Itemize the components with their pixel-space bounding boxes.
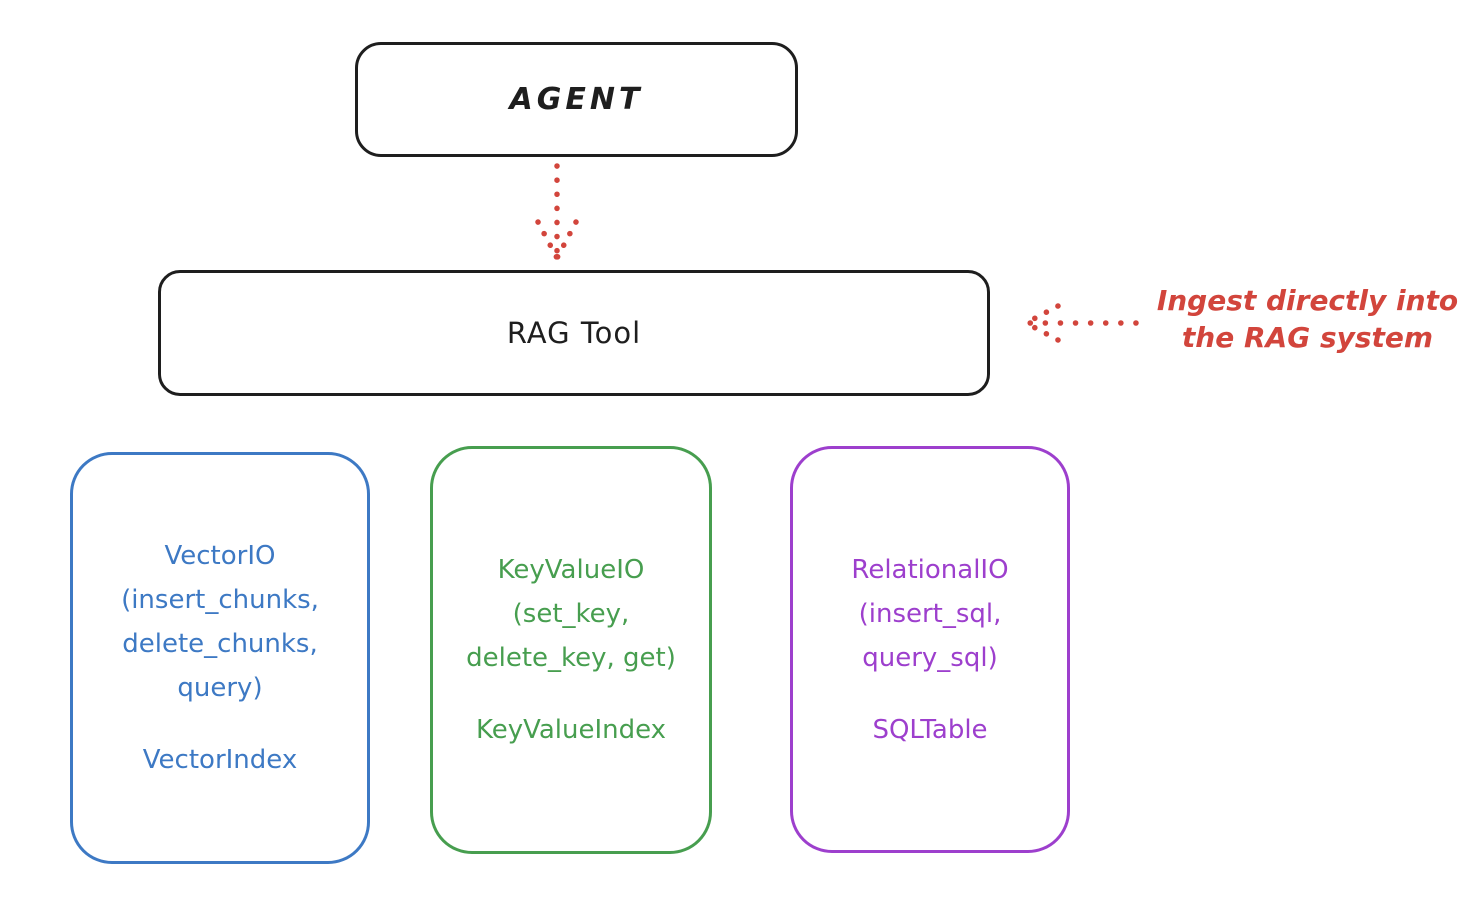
rag-tool-box: RAG Tool	[158, 270, 990, 396]
agent-box: AGENT	[355, 42, 798, 157]
sql-table-label: SQLTable	[872, 714, 988, 745]
keyvalue-io-interface-label: KeyValueIO (set_key, delete_key, get)	[466, 555, 676, 673]
backend-box-keyvalue-io: KeyValueIO (set_key, delete_key, get) Ke…	[430, 446, 712, 854]
vector-io-interface-label: VectorIO (insert_chunks, delete_chunks, …	[121, 541, 319, 703]
backend-box-vector-io: VectorIO (insert_chunks, delete_chunks, …	[70, 452, 370, 864]
vector-index-label: VectorIndex	[142, 745, 298, 775]
dotted-arrow-left-icon	[1023, 303, 1139, 343]
agent-box-label: AGENT	[509, 82, 644, 117]
ingest-annotation-text: Ingest directly into the RAG system	[1156, 284, 1459, 354]
keyvalue-index-label: KeyValueIndex	[475, 715, 667, 745]
relational-io-interface-label: RelationalIO (insert_sql, query_sql)	[851, 554, 1009, 673]
dotted-arrow-down-icon	[535, 163, 579, 261]
backend-box-relational-io: RelationalIO (insert_sql, query_sql) SQL…	[790, 446, 1070, 853]
rag-tool-label: RAG Tool	[506, 316, 642, 350]
